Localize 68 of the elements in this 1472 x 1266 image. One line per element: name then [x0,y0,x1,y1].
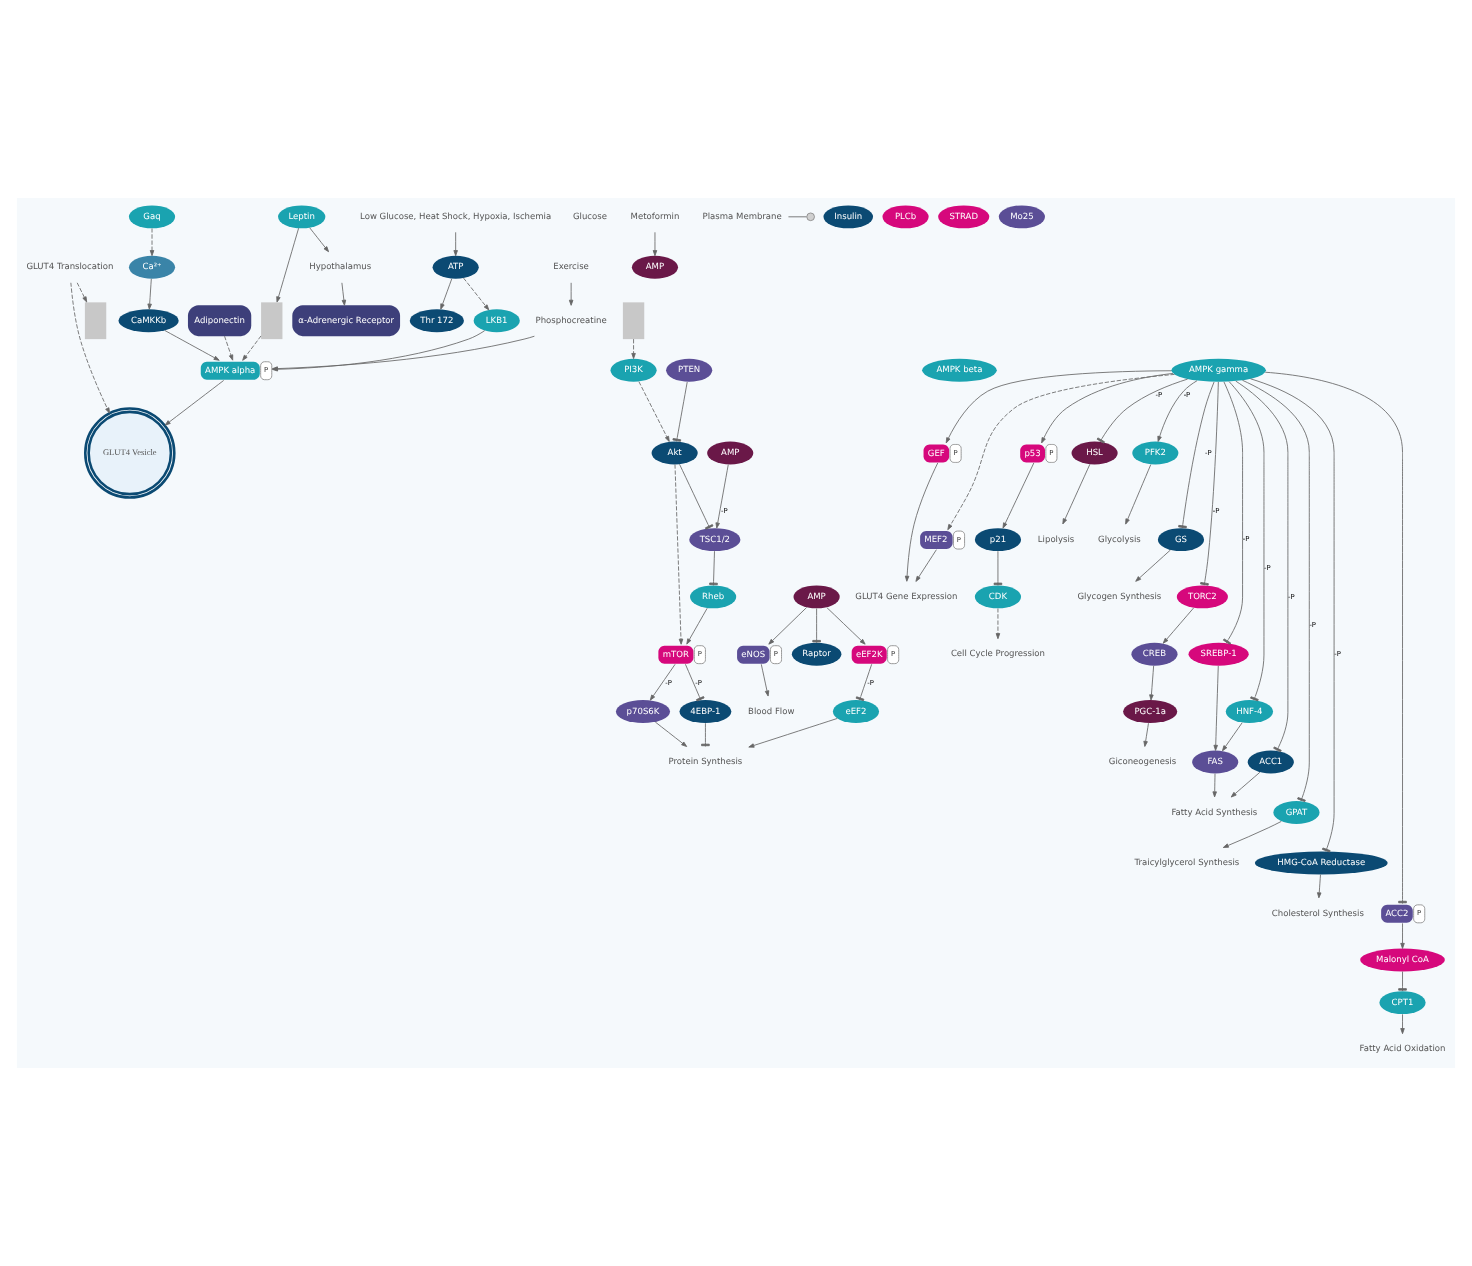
arrow [1400,922,1405,949]
arrow [674,464,684,645]
connector [1250,378,1335,853]
arrow [654,721,688,747]
connector [788,216,807,218]
connector [855,663,873,702]
arrow [945,370,1172,444]
arrow [1212,773,1217,798]
connector [1178,381,1215,529]
arrow [147,278,152,310]
connector [679,463,714,530]
arrow [242,335,262,361]
arrow [638,381,670,442]
arrow [70,282,110,414]
arrow [224,335,234,361]
arrow [715,464,729,529]
arrow [652,231,658,257]
arrow [1222,820,1282,848]
arrow [1135,549,1171,582]
arrow [826,607,866,645]
connector [812,608,821,644]
arrow [463,277,490,311]
connector [1398,971,1407,992]
arrow [1213,665,1219,751]
arrow [568,282,574,306]
arrow [1002,462,1035,529]
arrow [1157,380,1198,442]
connector [1242,379,1310,802]
arrow [440,278,453,310]
connector [1222,381,1243,645]
arrow [915,549,937,582]
arrow [1125,464,1152,525]
arrow [276,227,300,303]
arrow [686,607,708,645]
connector [1200,381,1219,586]
arrow [76,282,88,303]
node-box [622,302,645,340]
connector [1096,378,1189,444]
arrow [309,227,329,253]
arrow [1149,665,1155,701]
arrow [1317,874,1322,899]
arrow [1400,1013,1405,1035]
arrow [164,330,220,361]
arrow [1062,463,1091,525]
arrow [904,462,939,582]
arrow [1162,607,1194,644]
arrow [631,338,636,359]
connector [709,550,718,586]
arrow [1143,722,1149,747]
node-box [261,302,283,340]
arrow [760,663,770,697]
arrow [1041,373,1174,444]
arrow [1230,771,1261,798]
node-box [84,302,107,340]
arrow [453,231,458,257]
arrow [649,663,676,701]
connector [672,381,688,442]
arrow [768,607,808,645]
arrow [149,228,155,257]
arrow [995,608,1001,640]
arrow [748,718,838,748]
arrow [341,282,347,306]
connector [1228,381,1265,702]
connector [1235,380,1289,753]
connector [685,663,705,702]
arrow [1222,722,1243,752]
connector [993,550,1003,586]
arrow [164,380,225,426]
